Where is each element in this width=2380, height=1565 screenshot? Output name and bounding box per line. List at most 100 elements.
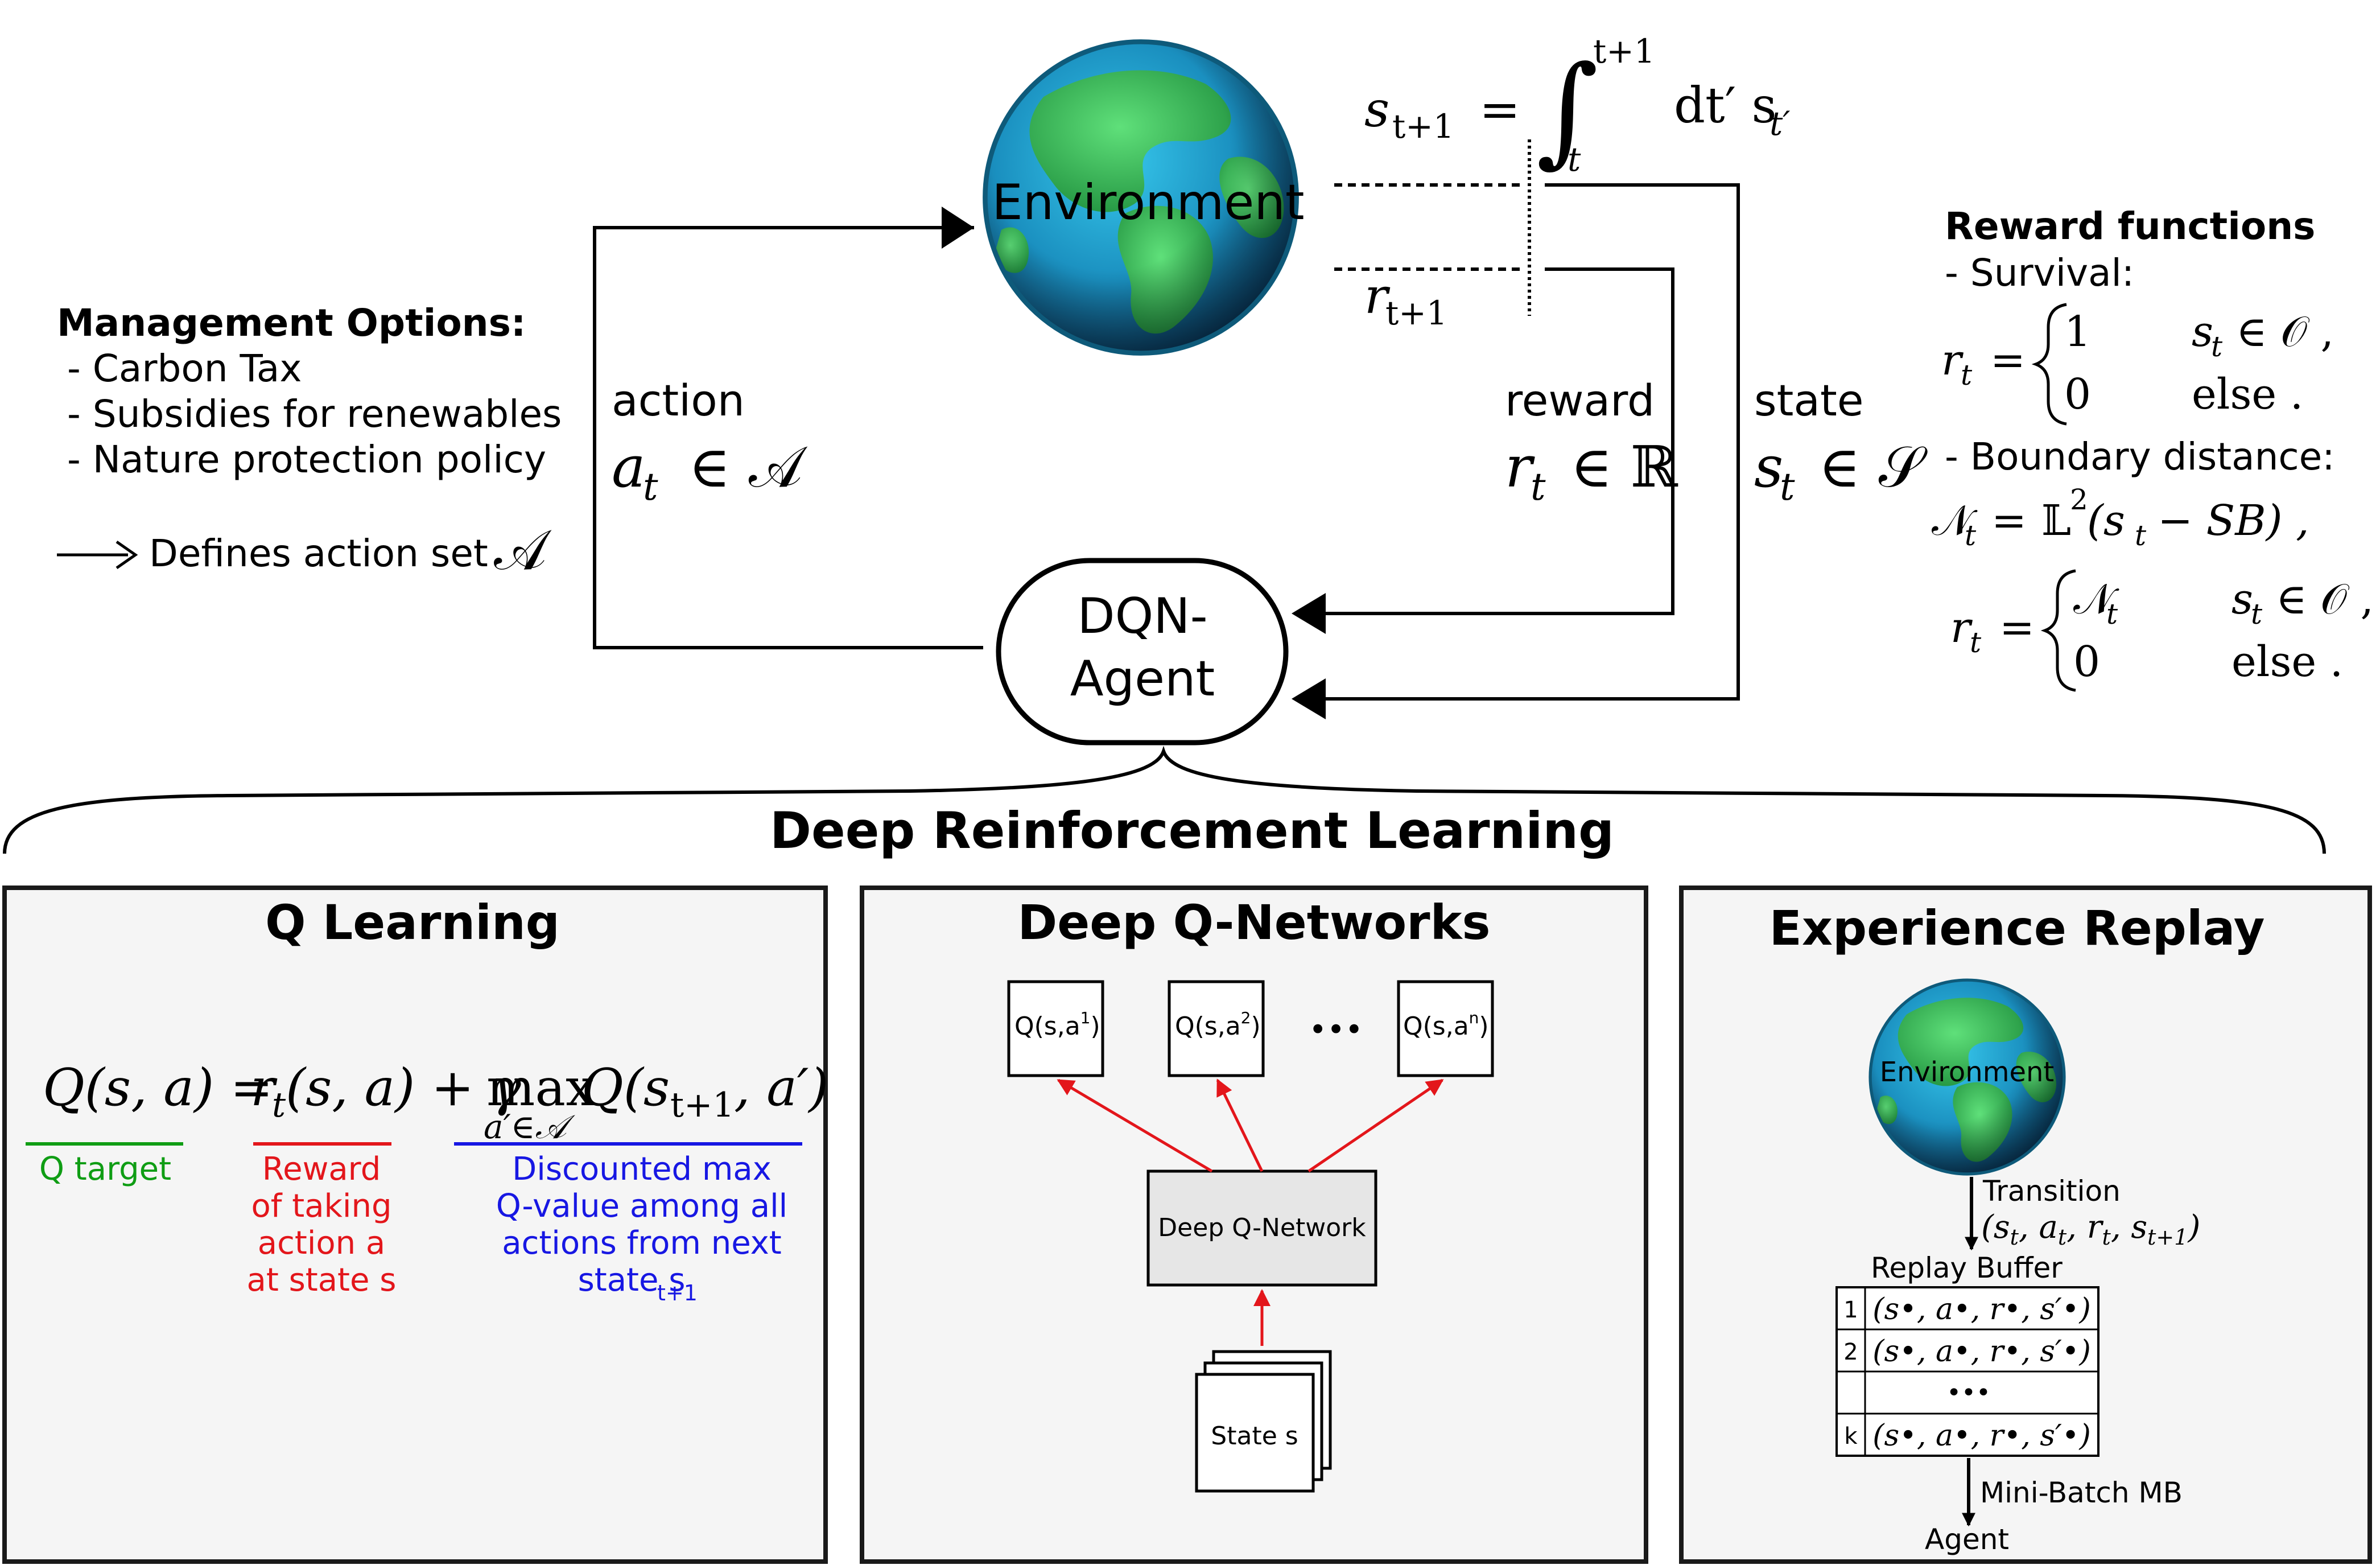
state-math-base: s xyxy=(1754,434,1783,500)
state-math-set: ∈ 𝒮 xyxy=(1818,434,1928,500)
replay-title: Experience Replay xyxy=(1769,900,2264,956)
boundary-norm-sup: 2 xyxy=(2070,483,2088,516)
reward-explanation: Reward of taking action a at state s xyxy=(247,1151,397,1299)
boundary-lhs-sub: t xyxy=(1965,519,1977,552)
q-output-ellipsis: ••• xyxy=(1309,1012,1363,1048)
defines-symbol: 𝒜 xyxy=(494,518,552,583)
survival-lhs-sub: t xyxy=(1961,359,1973,392)
reward-functions-title: Reward functions xyxy=(1945,204,2315,248)
action-math-set: ∈ 𝒜 xyxy=(688,434,808,500)
boundary-case1-cond-rest: ∈ 𝒪 , xyxy=(2276,575,2374,624)
eq-q-target: Q(s, a) = xyxy=(43,1058,273,1118)
boundary-rt-eq: = xyxy=(1999,603,2035,652)
eq-reward-base: r xyxy=(250,1058,278,1118)
buffer-row-ellipsis: ••• xyxy=(1946,1378,1991,1407)
management-title: Management Options: xyxy=(57,301,526,345)
reward-math-base: r xyxy=(1505,434,1535,500)
management-item-subsidies: - Subsidies for renewables xyxy=(67,392,562,436)
eq-max: max xyxy=(486,1058,595,1118)
integral-upper: t+1 xyxy=(1593,32,1655,71)
state-stack-front xyxy=(1195,1373,1315,1493)
survival-lhs-base: r xyxy=(1941,336,1964,385)
survival-lhs-eq: = xyxy=(1990,336,2026,385)
reward-line-2: of taking xyxy=(251,1188,391,1225)
discount-line-1: Discounted max xyxy=(512,1151,772,1188)
q-output-2: Q(s,a2) xyxy=(1168,980,1265,1077)
replay-agent-label: Agent xyxy=(1925,1523,2009,1556)
q-output-n-box xyxy=(1397,980,1494,1077)
defines-text: Defines action set xyxy=(149,532,488,575)
net-to-qn-arrow xyxy=(1307,1078,1444,1173)
drl-title: Deep Reinforcement Learning xyxy=(770,801,1614,860)
dqn-title: Deep Q-Networks xyxy=(1018,895,1491,950)
boundary-rt-base: r xyxy=(1950,603,1973,652)
reward-next-symbol: r t+1 xyxy=(1364,268,1447,332)
action-math-base: a xyxy=(612,434,646,500)
state-next-sub: t+1 xyxy=(1392,107,1454,146)
table-row: ••• xyxy=(1946,1378,1991,1407)
replay-buffer-table: 1 (s•, a•, r•, s′•) 2 (s•, a•, r•, s′•) … xyxy=(1835,1286,2099,1457)
state-label: state xyxy=(1754,375,1864,426)
eq-q-next: Q(s xyxy=(581,1058,670,1118)
replay-environment-label: Environment xyxy=(1880,1056,2055,1088)
discount-line-4-sub: t+1 xyxy=(657,1280,698,1305)
reward-next-sub: t+1 xyxy=(1385,294,1447,332)
defines-arrowhead xyxy=(116,540,138,570)
boundary-arg-sub: t xyxy=(2135,519,2147,552)
discount-explanation: Discounted max Q-value among all actions… xyxy=(496,1151,788,1299)
reward-math-sub: t xyxy=(1531,465,1546,509)
deep-q-network-box xyxy=(1146,1169,1377,1287)
management-options: Management Options: - Carbon Tax - Subsi… xyxy=(57,301,562,583)
state-transition-equation: s t+1 = ∫ t+1 t dt′ s t′ xyxy=(1364,32,1790,179)
boundary-arg: (s xyxy=(2087,496,2125,545)
integral-sign-icon: ∫ xyxy=(1536,40,1598,179)
boundary-case2-val: 0 xyxy=(2073,637,2100,686)
eq-reward-rest: (s, a) + γ xyxy=(286,1058,521,1118)
state-arrowhead xyxy=(1292,678,1326,719)
boundary-case1-cond-base: s xyxy=(2231,575,2253,624)
reward-label: reward xyxy=(1505,375,1655,426)
integrand: dt′ s xyxy=(1674,77,1777,134)
management-item-carbon-tax: - Carbon Tax xyxy=(67,347,302,390)
state-stack-label: State s xyxy=(1211,1422,1298,1451)
agent-label-line2: Agent xyxy=(1070,650,1215,707)
buffer-row-index: 2 xyxy=(1843,1339,1858,1365)
q-target-label: Q target xyxy=(39,1151,171,1188)
survival-label: - Survival: xyxy=(1945,251,2134,295)
eq-reward-sub: t xyxy=(272,1085,286,1125)
discount-line-3: actions from next xyxy=(502,1225,782,1262)
reward-arrowhead xyxy=(1292,593,1326,634)
boundary-case2-cond: else . xyxy=(2231,637,2343,686)
action-math-sub: t xyxy=(643,465,658,509)
action-connector xyxy=(593,226,983,649)
boundary-case1-val-sub: t xyxy=(2106,598,2118,631)
agent-label-line1: DQN- xyxy=(1077,588,1207,645)
state-connector xyxy=(1326,183,1740,701)
buffer-row-index: k xyxy=(1844,1423,1858,1449)
net-to-q2-arrow xyxy=(1216,1078,1264,1172)
action-label: action xyxy=(612,375,745,426)
boundary-eq: = xyxy=(1991,496,2027,545)
buffer-row-tuple: (s•, a•, r•, s′•) xyxy=(1872,1419,2090,1453)
dqn-agent-node xyxy=(996,558,1289,746)
eq-max-sub: a′∈𝒜 xyxy=(484,1107,576,1146)
reward-next-base: r xyxy=(1364,268,1391,325)
q-output-n-label: Q(s,an) xyxy=(1403,1008,1489,1041)
survival-case1-val: 1 xyxy=(2064,307,2091,356)
boundary-lhs: 𝒩 xyxy=(1932,496,1978,545)
table-row: k (s•, a•, r•, s′•) xyxy=(1844,1419,2090,1453)
environment-label: Environment xyxy=(992,174,1304,231)
transition-label: Transition xyxy=(1982,1175,2121,1208)
state-stack: State s xyxy=(1195,1350,1332,1493)
q-output-1: Q(s,a1) xyxy=(1007,980,1104,1077)
q-output-2-label: Q(s,a2) xyxy=(1175,1008,1261,1041)
q-output-n: Q(s,an) xyxy=(1397,980,1494,1077)
reward-connector xyxy=(1326,267,1674,615)
bellman-equation: Q(s, a) = r t (s, a) + γ max a′∈𝒜 Q(s t+… xyxy=(43,1058,828,1146)
integrand-sub: t′ xyxy=(1769,104,1790,143)
reward-math-set: ∈ ℝ xyxy=(1570,434,1678,500)
boundary-brace-icon xyxy=(2040,569,2076,692)
survival-case1-cond-base: s xyxy=(2192,307,2213,356)
